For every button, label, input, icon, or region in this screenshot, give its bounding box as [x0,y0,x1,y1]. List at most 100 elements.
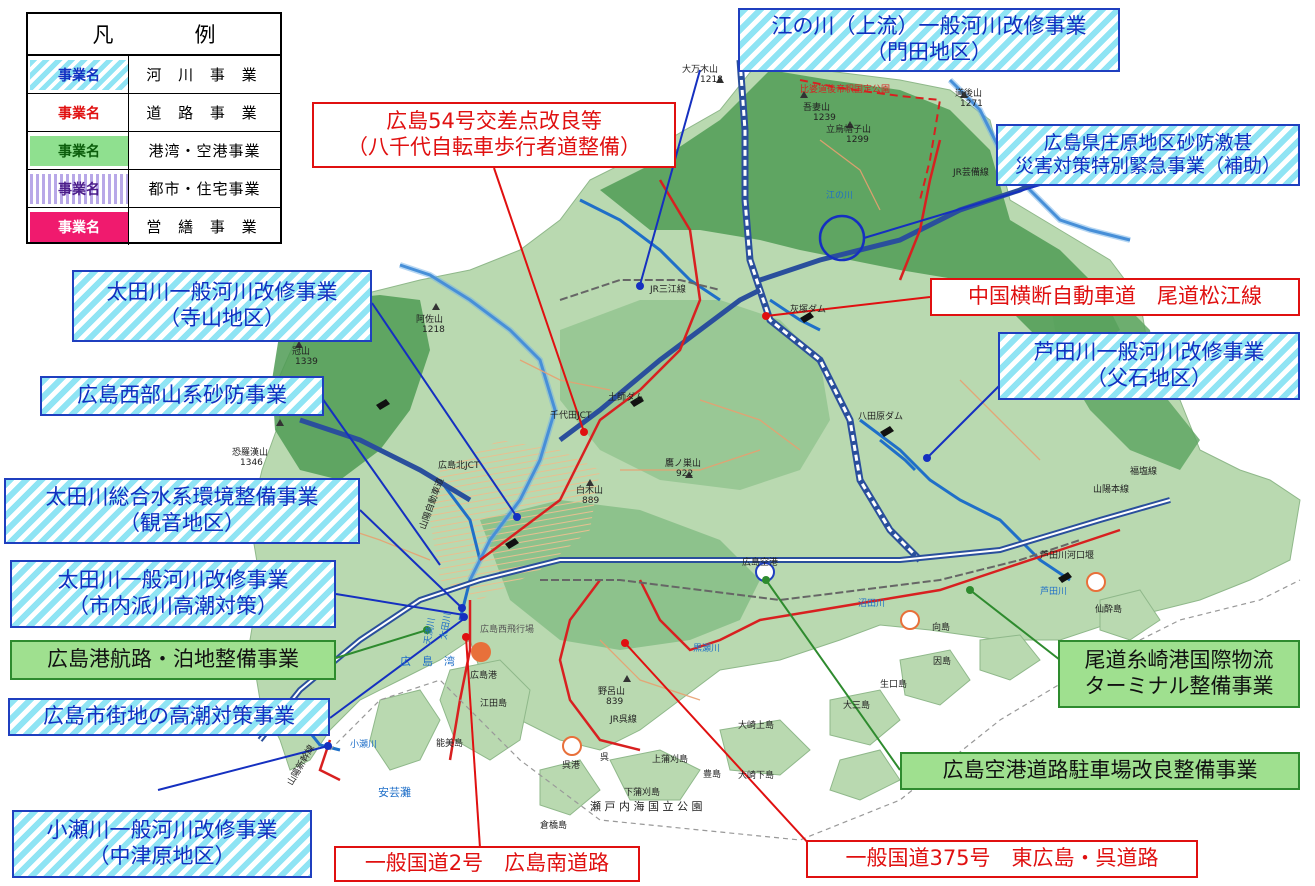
map-label: 白木山 [576,484,603,496]
map-label: 安芸灘 [378,785,411,799]
endpoint-dot [621,639,629,647]
mountain-peak-icons [276,76,968,682]
map-label: 土師ダム [608,391,644,403]
map-label: 呉港 [562,759,580,771]
project-title: 広島54号交差点改良等 [386,109,602,134]
project-airport-parking: 広島空港道路駐車場改良整備事業 [900,752,1300,790]
dam-icon [800,312,814,323]
legend-row-building: 事業名 営 繕 事 業 [28,208,280,245]
map-label: 1271 [960,99,983,109]
project-title: 一般国道2号 広島南道路 [364,851,610,876]
endpoint-dot [580,428,588,436]
map-label: 839 [606,697,623,707]
leader-lines [157,69,1061,849]
map-label: 922 [676,469,693,479]
map-text-labels: 大万木山 1218 比婆道後帝釈国定公園 吾妻山 1239 立烏帽子山 1299… [232,63,1157,831]
endpoint-dot [458,604,466,612]
project-route2: 一般国道2号 広島南道路 [334,846,640,882]
park-boundary [799,79,942,201]
project-hiroshima54: 広島54号交差点改良等 （八千代自転車歩行者道整備） [312,102,676,168]
legend: 凡 例 事業名 河 川 事 業 事業名 道 路 事 業 事業名 港湾・空港事業 … [26,12,282,245]
leader-shobara [863,184,1041,239]
project-title: 広島西部山系砂防事業 [77,383,287,408]
legend-row-city: 事業名 都市・住宅事業 [28,170,280,208]
project-onomichi-port: 尾道糸崎港国際物流 ターミナル整備事業 [1058,640,1300,708]
map-label: 野呂山 [598,686,625,697]
map-label: 1239 [813,113,836,123]
project-enokawa: 江の川（上流）一般河川改修事業 （門田地区） [738,8,1120,72]
map-label: 吾妻山 [803,101,830,113]
map-label: 1339 [295,357,318,367]
project-title: 広島県庄原地区砂防激甚 [1043,131,1253,154]
leader-route375 [624,642,811,846]
map-label: 灰塚ダム [790,303,826,315]
project-subtitle: （市内派川高潮対策） [68,594,278,618]
leader-onomichi [969,589,1061,661]
map-label: 広 島 湾 [400,654,455,668]
map-label: 倉橋島 [540,819,567,831]
legend-title: 凡 例 [28,14,280,56]
endpoint-dot [762,576,770,584]
legend-label-river: 河 川 事 業 [128,56,280,93]
map-label: 広島西飛行場 [480,623,534,635]
legend-swatch-city: 事業名 [30,173,128,204]
map-label: JR三江線 [649,283,686,295]
leader-hiroshima54 [493,167,585,433]
map-label: 冠山 [292,346,310,357]
project-title: 太田川一般河川改修事業 [106,280,338,305]
leader-airport [765,579,901,771]
map-label: 比婆道後帝釈国定公園 [800,83,890,95]
anchor-icon [562,736,582,756]
map-label: 江田島 [480,697,507,709]
project-title: 太田川総合水系環境整備事業 [45,485,319,510]
legend-swatch-road: 事業名 [30,97,128,128]
project-otagawa-terayama: 太田川一般河川改修事業 （寺山地区） [72,270,372,342]
map-label: 沼田川 [858,598,885,609]
project-title: 尾道糸崎港国際物流 [1084,648,1274,673]
endpoint-dot [923,454,931,462]
legend-row-road: 事業名 道 路 事 業 [28,94,280,132]
map-label: 道後山 [955,87,982,99]
map-label: 1299 [846,135,869,145]
legend-label-road: 道 路 事 業 [128,94,280,131]
map-label: 大崎上島 [738,719,774,731]
legend-label-building: 営 繕 事 業 [128,208,280,245]
endpoint-dot [636,282,644,290]
legend-swatch-building: 事業名 [30,211,128,242]
islands [369,589,1161,816]
map-label: 芦田川河口堰 [1040,549,1094,561]
project-title: 中国横断自動車道 尾道松江線 [968,284,1262,309]
project-title: 広島市街地の高潮対策事業 [43,704,295,729]
rivers-light [399,77,1131,582]
endpoint-dot [423,626,431,634]
leader-shinai [335,593,465,616]
legend-swatch-port: 事業名 [30,135,128,166]
project-chugoku-odan: 中国横断自動車道 尾道松江線 [930,278,1300,316]
map-label: 広島空港 [742,556,778,568]
project-title: 芦田川一般河川改修事業 [1033,340,1265,365]
endpoint-dot [966,586,974,594]
map-label: 千代田JCT [550,410,592,421]
map-label: 大崎下島 [738,769,774,781]
dam-icon [630,396,644,407]
project-otagawa-sogo: 太田川総合水系環境整備事業 （観音地区） [4,478,360,544]
map-label: 1346 [240,458,263,468]
anchor-icon [471,642,491,662]
map-label: 大三島 [843,699,870,711]
map-label: 広島港 [470,669,497,681]
leader-enokawa [639,69,701,286]
map-label: 黒瀬川 [693,642,720,654]
project-otagawa-shinai: 太田川一般河川改修事業 （市内派川高潮対策） [10,560,336,628]
map-label: 大万木山 [682,63,718,75]
map-label: 江の川 [826,190,853,201]
anchor-icon [1086,572,1106,592]
local-roads [319,139,1041,701]
map-label: 山陽本線 [1093,483,1129,495]
railways [540,279,1081,602]
map-label: 能美島 [436,737,463,749]
map-label: 阿佐山 [416,313,443,325]
map-label: 仙酔島 [1095,603,1122,615]
project-subtitle: ターミナル整備事業 [1084,674,1274,698]
expressways [257,59,1171,742]
map-label: 下蒲刈島 [624,786,660,798]
